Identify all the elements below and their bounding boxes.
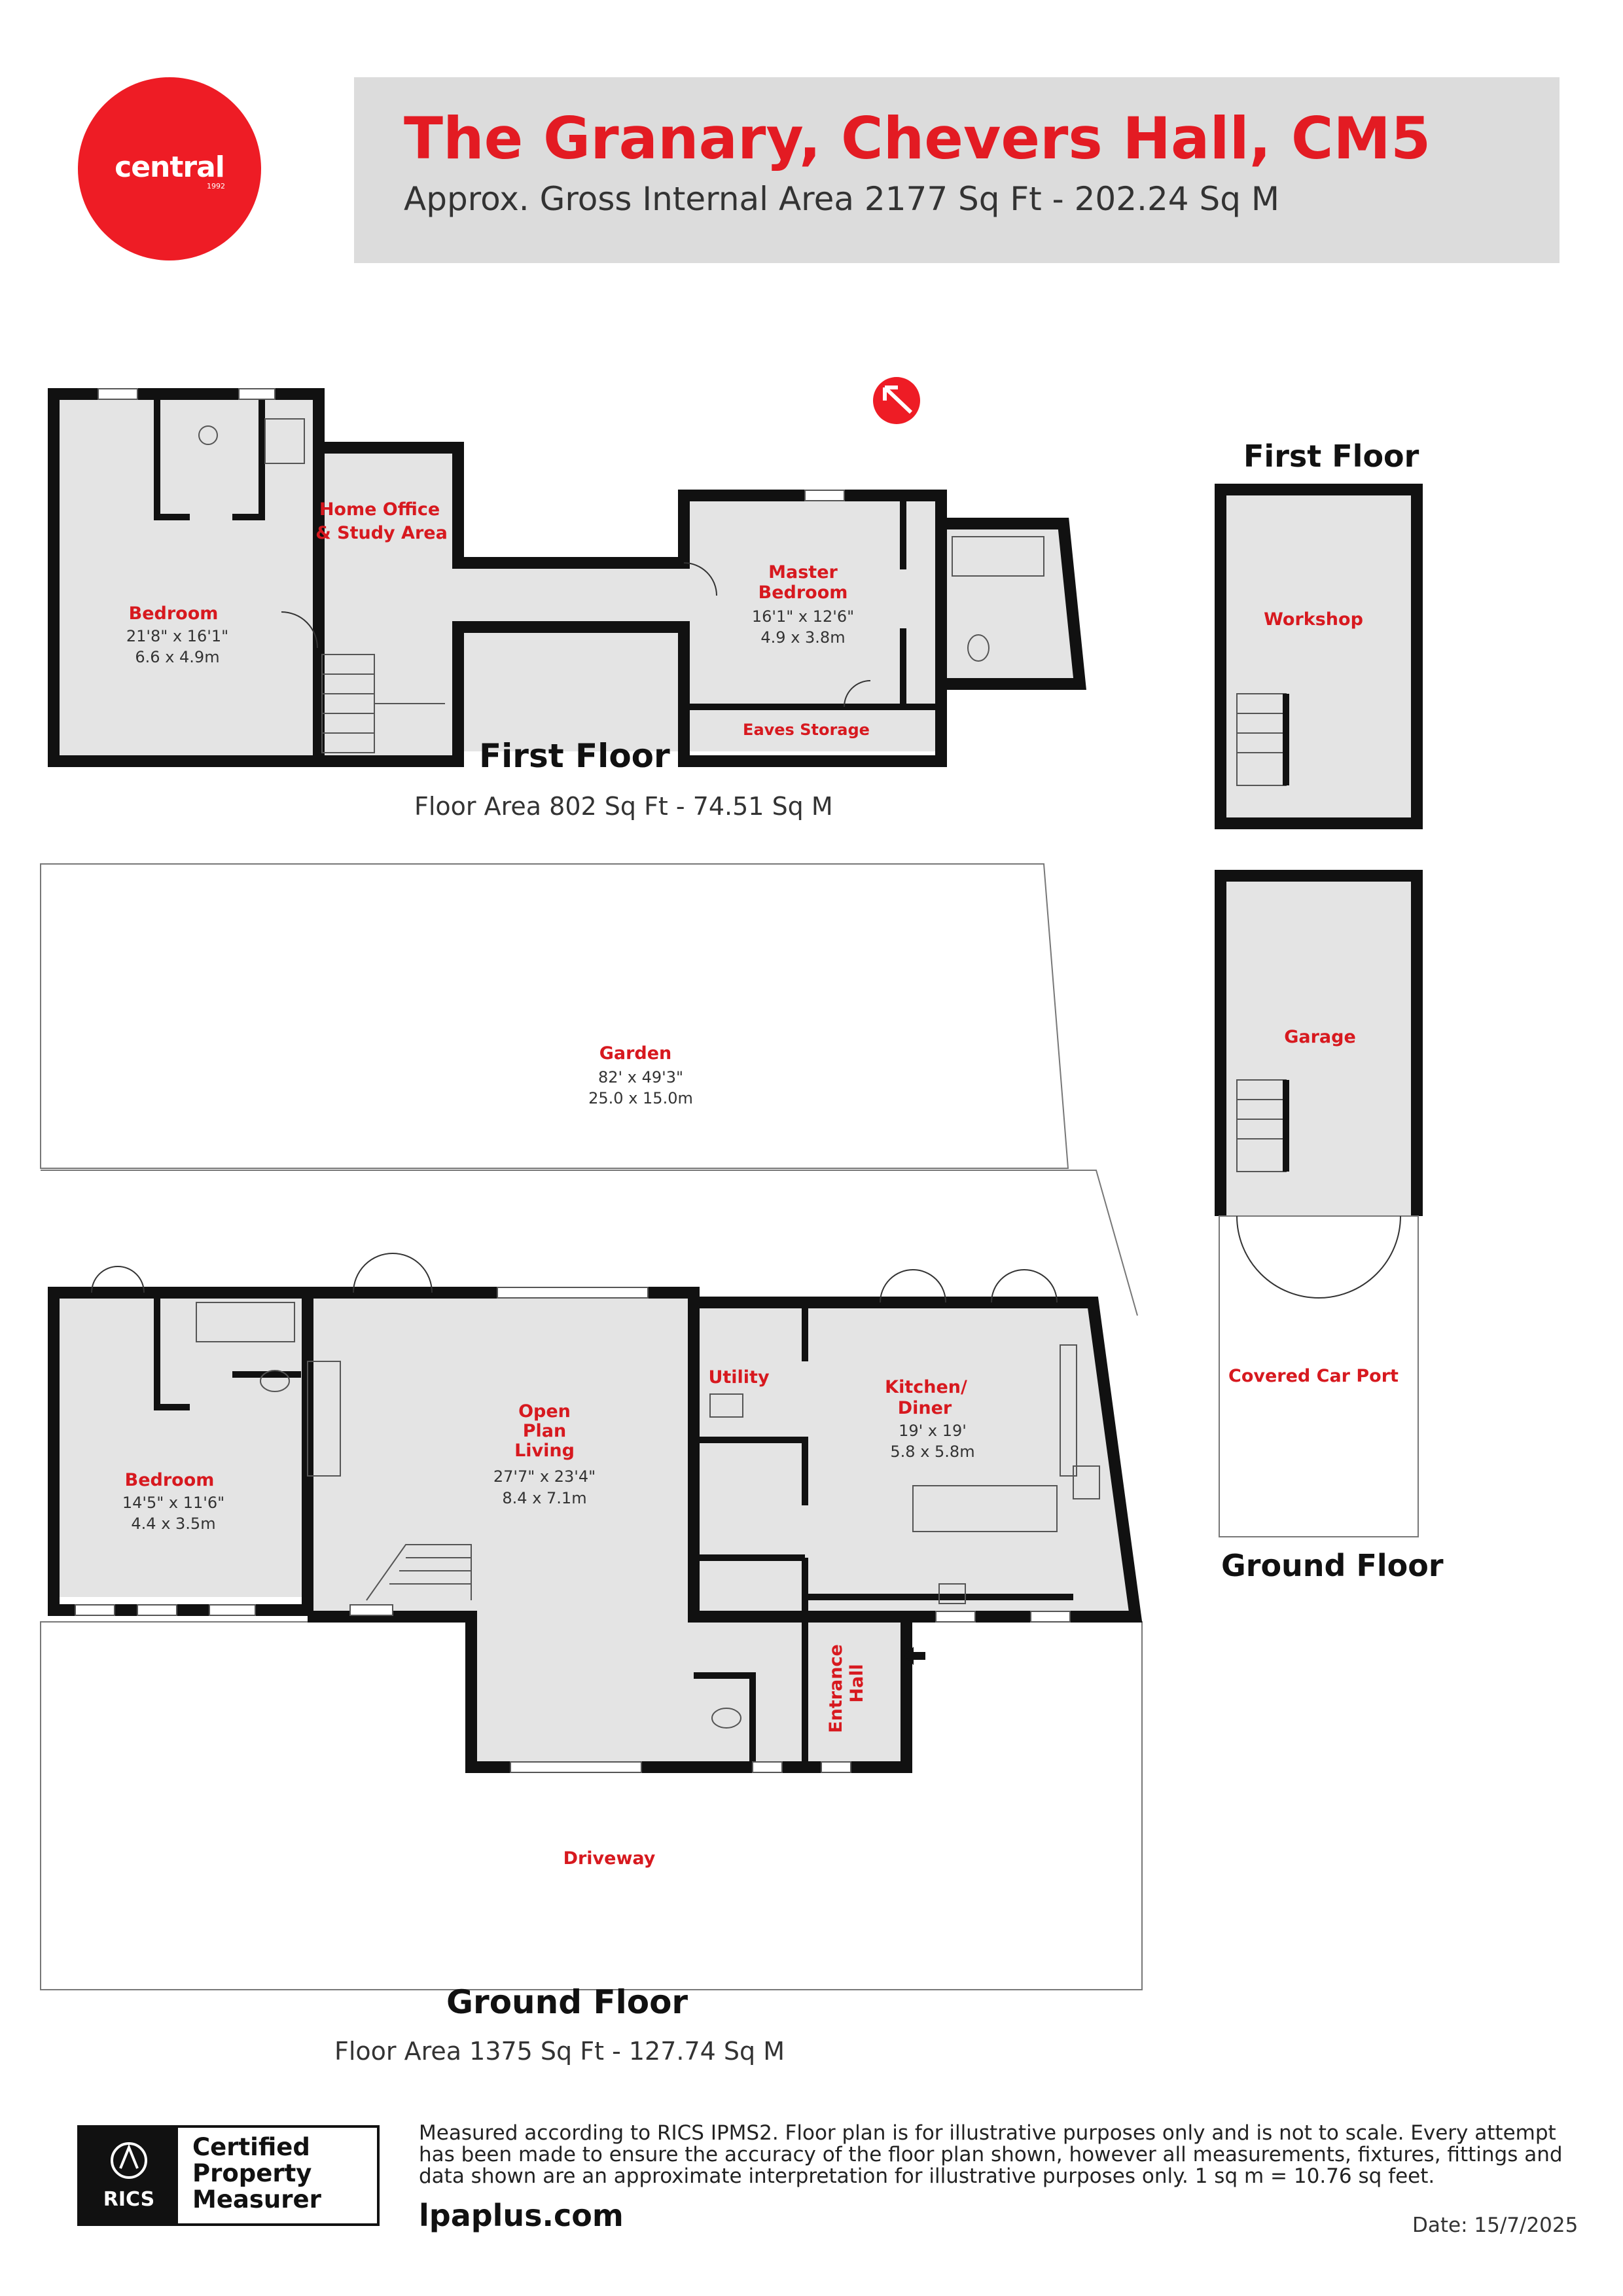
ff-heading: First Floor xyxy=(479,737,670,775)
rics-mark: RICS xyxy=(103,2188,155,2211)
living-label-3: Living xyxy=(514,1441,575,1461)
ground-floor-plan xyxy=(48,1253,1143,1773)
outbuilding-first-heading: First Floor xyxy=(1243,439,1419,474)
rics-line-1: Certified xyxy=(192,2133,310,2161)
living-imperial: 27'7" x 23'4" xyxy=(493,1467,596,1486)
garden-label: Garden xyxy=(599,1043,672,1064)
room-labels: Bedroom 21'8" x 16'1" 6.6 x 4.9m Home Of… xyxy=(122,499,1399,1869)
driveway-label: Driveway xyxy=(563,1848,656,1869)
garden-imperial: 82' x 49'3" xyxy=(598,1068,683,1086)
master-metric: 4.9 x 3.8m xyxy=(760,628,845,647)
gf-bedroom-metric: 4.4 x 3.5m xyxy=(131,1515,215,1533)
rics-caption: Certified Property Measurer xyxy=(192,2134,321,2213)
first-floor-plan xyxy=(48,388,1086,767)
master-label-2: Bedroom xyxy=(758,583,848,603)
website-link[interactable]: lpaplus.com xyxy=(419,2198,624,2233)
ff-bedroom-metric: 6.6 x 4.9m xyxy=(135,648,219,666)
logo-word: central xyxy=(115,151,225,184)
rics-badge: RICS Certified Property Measurer xyxy=(77,2125,380,2226)
home-office-label-2: & Study Area xyxy=(315,523,448,543)
plan-date: Date: 15/7/2025 xyxy=(1412,2214,1578,2237)
home-office-label-1: Home Office xyxy=(319,499,440,520)
kitchen-label-2: Diner xyxy=(898,1398,952,1418)
outbuilding-ground-heading: Ground Floor xyxy=(1221,1548,1444,1583)
gf-bedroom-imperial: 14'5" x 11'6" xyxy=(122,1494,224,1512)
ff-bedroom-label: Bedroom xyxy=(129,603,219,624)
living-label-2: Plan xyxy=(523,1421,567,1441)
workshop-label: Workshop xyxy=(1264,609,1363,630)
living-metric: 8.4 x 7.1m xyxy=(502,1489,586,1507)
rics-emblem: RICS xyxy=(80,2128,178,2223)
gf-heading: Ground Floor xyxy=(446,1983,688,2021)
living-label-1: Open xyxy=(518,1401,571,1422)
entrance-label-1: Entrance xyxy=(826,1644,846,1733)
ff-area: Floor Area 802 Sq Ft - 74.51 Sq M xyxy=(414,792,833,821)
garden-metric: 25.0 x 15.0m xyxy=(588,1089,693,1107)
garage-label: Garage xyxy=(1284,1027,1356,1047)
page-title: The Granary, Chevers Hall, CM5 xyxy=(404,105,1431,172)
kitchen-imperial: 19' x 19' xyxy=(899,1422,967,1440)
gf-area: Floor Area 1375 Sq Ft - 127.74 Sq M xyxy=(334,2037,785,2066)
logo-year: 1992 xyxy=(207,182,225,190)
ff-bedroom-imperial: 21'8" x 16'1" xyxy=(126,627,228,645)
outbuilding-plan xyxy=(1215,484,1423,1537)
gross-area: Approx. Gross Internal Area 2177 Sq Ft -… xyxy=(404,180,1279,218)
central-logo: central 1992 xyxy=(78,77,261,260)
eaves-storage-label: Eaves Storage xyxy=(743,721,870,739)
gf-bedroom-label: Bedroom xyxy=(125,1470,215,1490)
master-label-1: Master xyxy=(768,562,838,583)
rics-line-2: Property xyxy=(192,2159,312,2187)
compass-icon xyxy=(873,377,920,424)
master-imperial: 16'1" x 12'6" xyxy=(752,607,854,626)
header-banner xyxy=(354,77,1560,263)
carport-label: Covered Car Port xyxy=(1228,1366,1399,1386)
kitchen-metric: 5.8 x 5.8m xyxy=(890,1443,974,1461)
entrance-label-2: Hall xyxy=(847,1664,867,1702)
kitchen-label-1: Kitchen/ xyxy=(885,1377,967,1397)
utility-label: Utility xyxy=(708,1367,770,1388)
lion-icon xyxy=(111,2142,147,2179)
rics-line-3: Measurer xyxy=(192,2185,321,2214)
disclaimer: Measured according to RICS IPMS2. Floor … xyxy=(419,2121,1563,2188)
